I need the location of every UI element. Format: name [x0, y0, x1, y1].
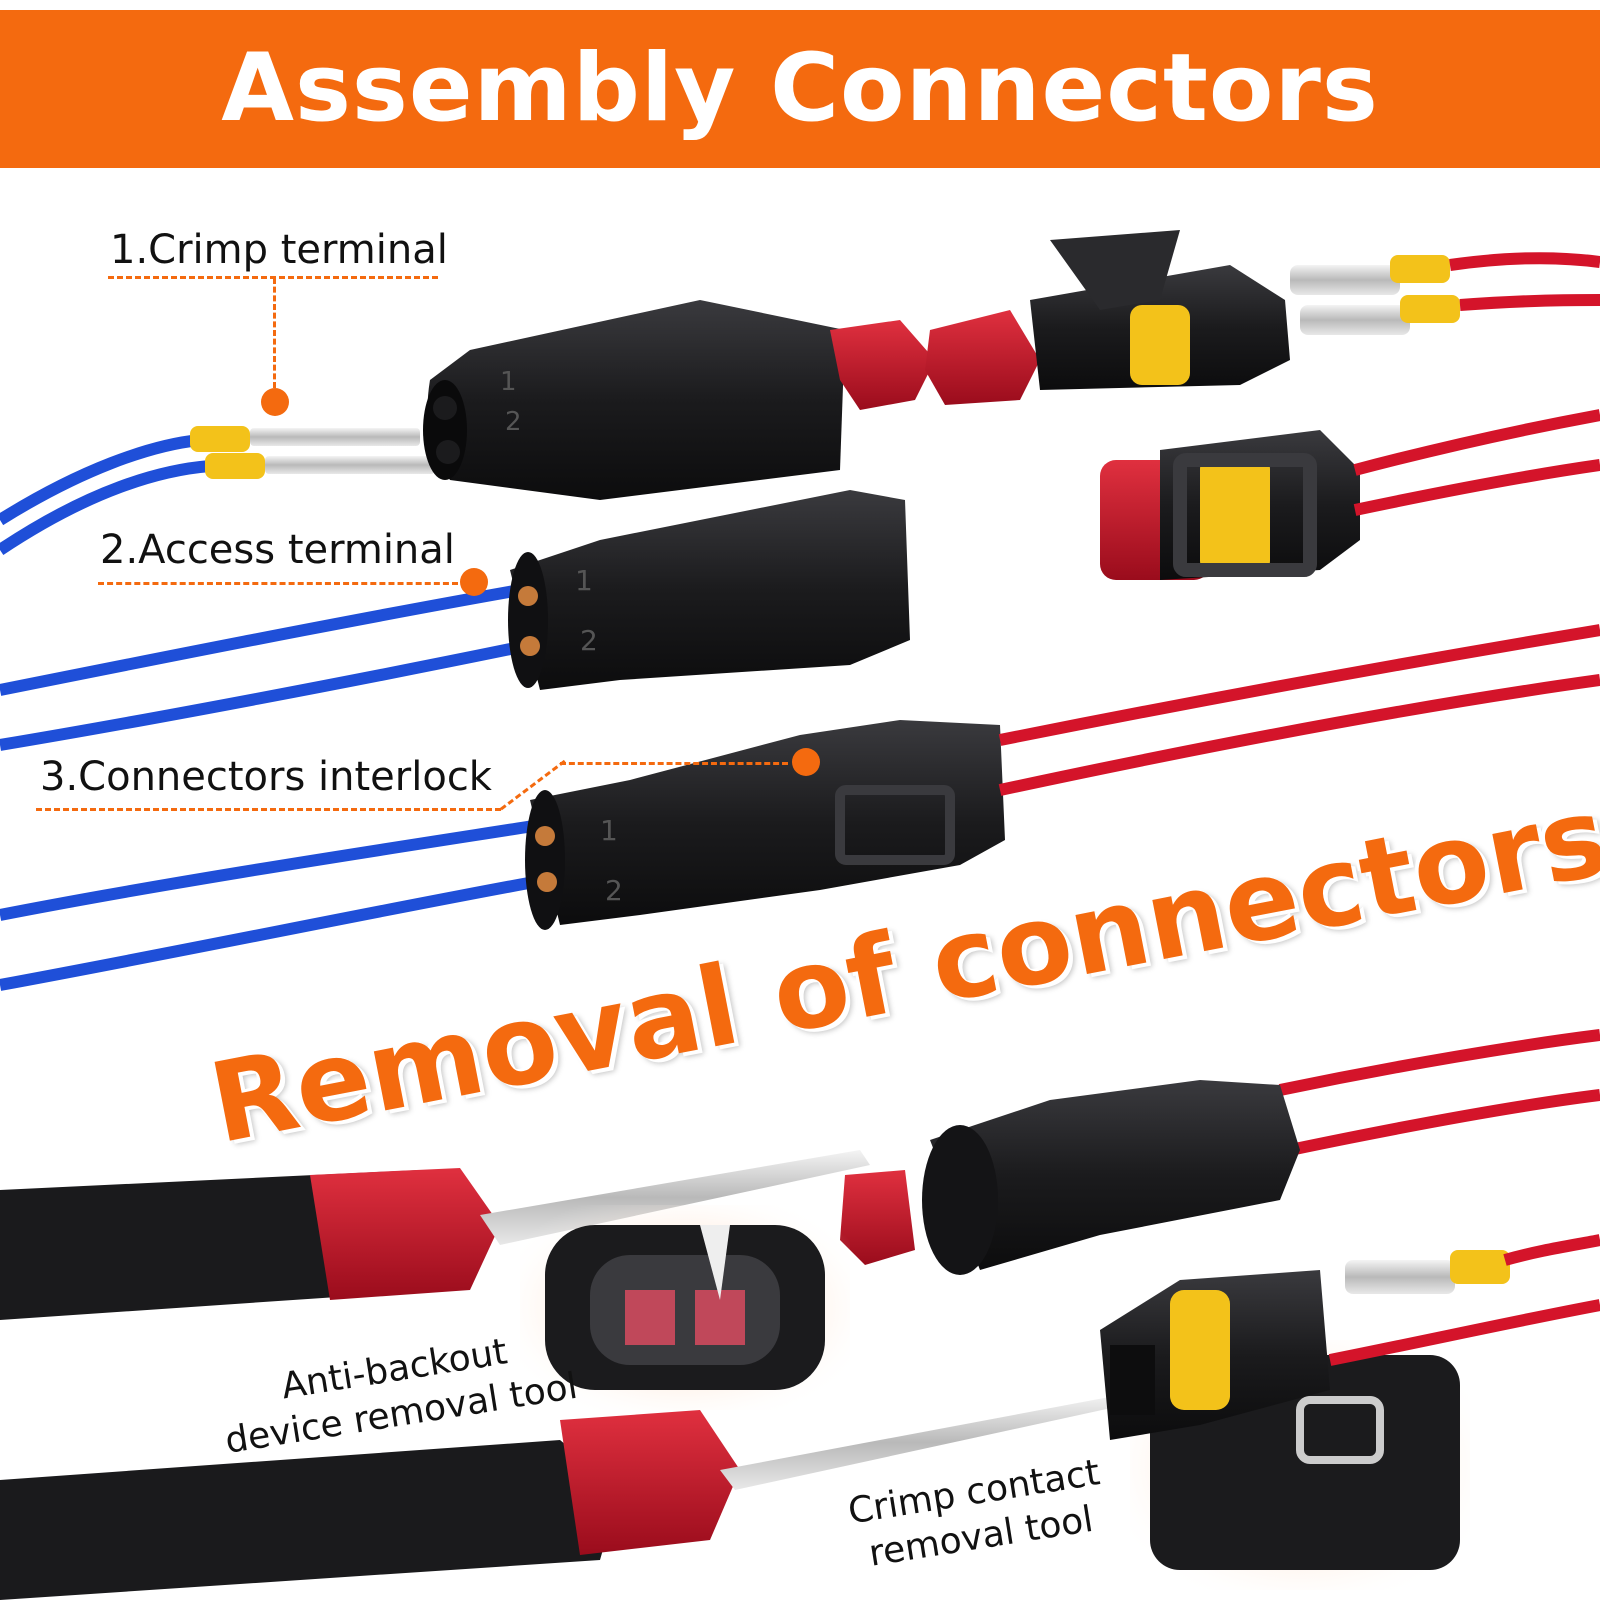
blue-wire-pair-1: [0, 434, 211, 555]
blue-wire-pair-3: [0, 819, 547, 991]
marker-dot-step-3: [792, 748, 820, 776]
red-anti-backout-lock-1: [830, 310, 1040, 410]
header-banner: Assembly Connectors: [0, 10, 1600, 168]
pin-number-1: 1: [575, 564, 593, 597]
leader-line-step-3-upper: [560, 762, 788, 765]
connector-housing-2-female: [1100, 430, 1360, 580]
leader-line-step-1-vertical: [273, 278, 276, 388]
pin-number-2: 2: [580, 624, 598, 657]
anti-backout-closeup: [520, 1205, 850, 1410]
connector-housing-3-mated: 1 2: [525, 720, 1005, 930]
red-wire-pair-1: [1449, 252, 1600, 311]
blue-wire-pair-2: [0, 584, 532, 751]
step-label-access-terminal: 2.Access terminal: [100, 527, 455, 573]
connector-housing-1-female: [1030, 230, 1460, 390]
red-wire-pair-4: [1278, 1029, 1600, 1156]
red-wire-pair-3: [998, 624, 1600, 796]
step-label-connectors-interlock: 3.Connectors interlock: [40, 754, 492, 800]
step-label-crimp-terminal: 1.Crimp terminal: [110, 227, 448, 273]
connector-housing-4: [840, 1080, 1300, 1275]
leader-line-step-1: [108, 276, 438, 279]
leader-line-step-2: [98, 582, 458, 585]
page-title: Assembly Connectors: [221, 34, 1379, 143]
marker-dot-step-2: [460, 568, 488, 596]
connector-housing-2-male: 1 2: [508, 490, 910, 690]
connector-housing-5: [1100, 1234, 1600, 1440]
crimp-terminal-pins: [190, 426, 435, 479]
connector-housing-1-male: 1 2: [423, 300, 845, 500]
pin-number-1: 1: [600, 814, 618, 847]
marker-dot-step-1: [261, 388, 289, 416]
pin-number-2: 2: [505, 407, 522, 437]
crimp-contact-tool: [0, 1395, 1125, 1600]
red-wire-pair-2: [1353, 409, 1600, 516]
pin-number-1: 1: [500, 367, 517, 397]
pin-number-2: 2: [605, 874, 623, 907]
leader-line-step-3: [36, 808, 501, 811]
